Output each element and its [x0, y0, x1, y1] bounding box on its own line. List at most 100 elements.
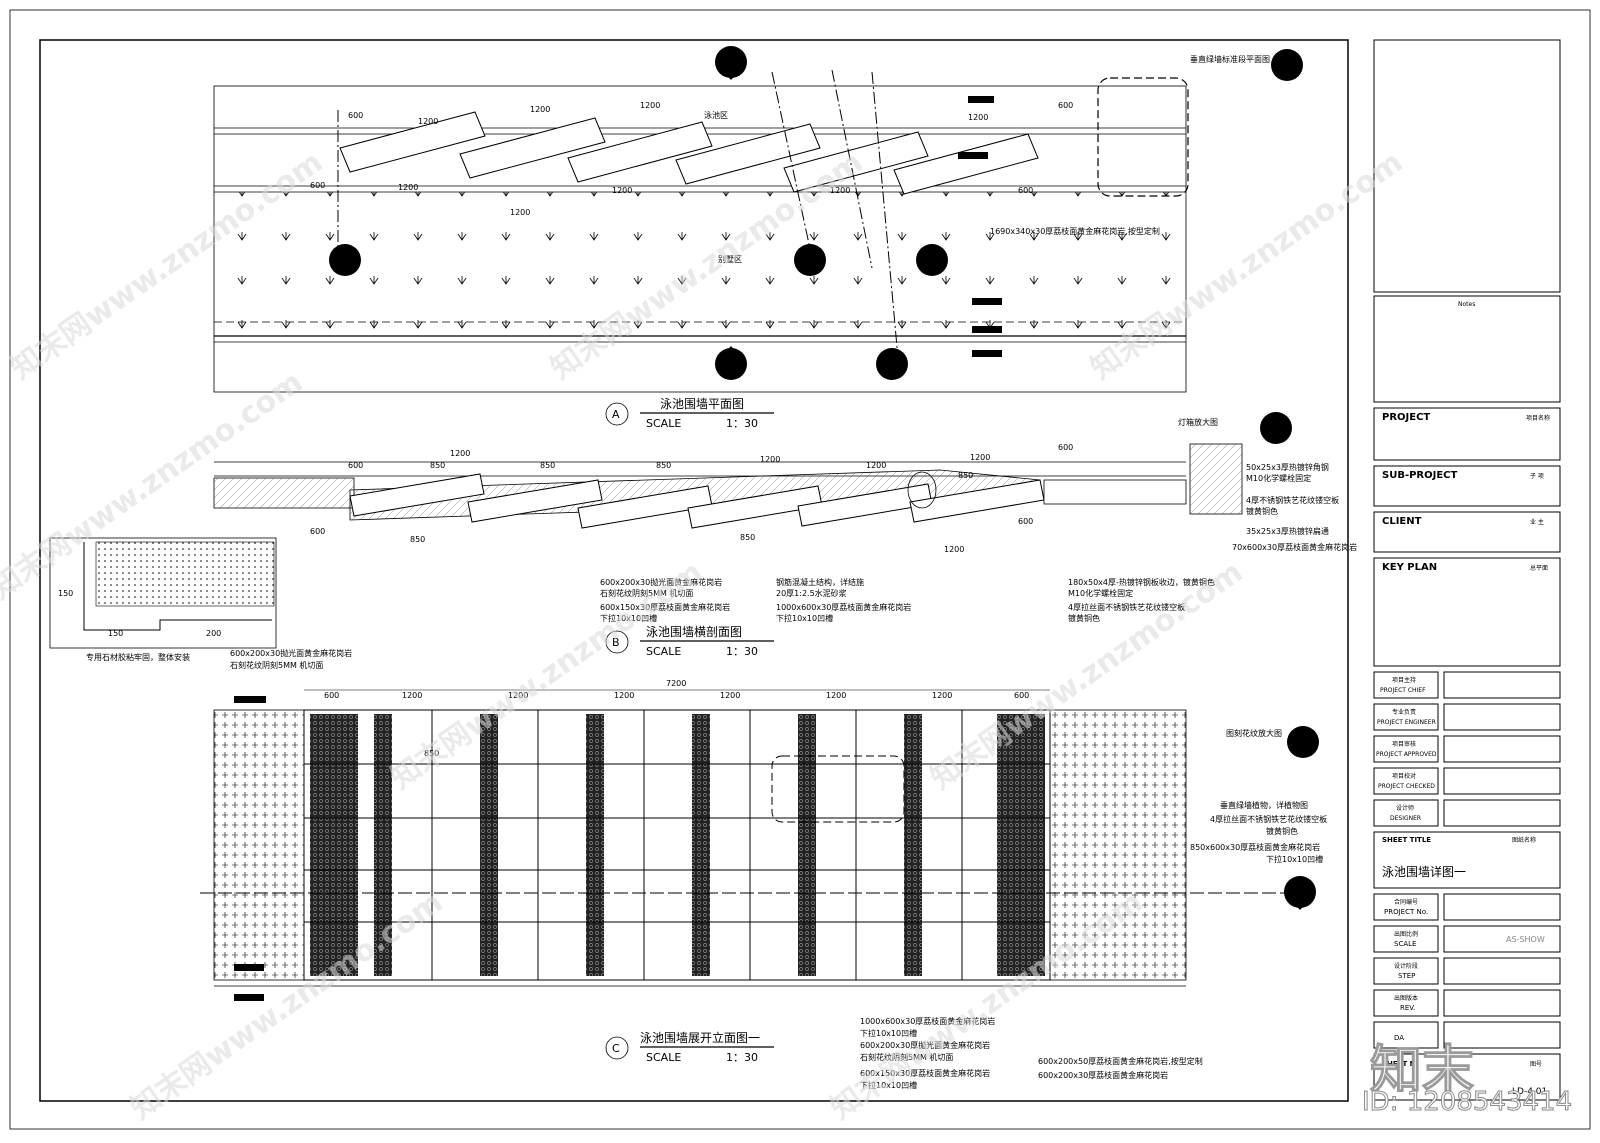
view-c-letter: C: [612, 1042, 620, 1055]
villa-area-label: 别墅区: [718, 254, 742, 264]
role-0-en: PROJECT CHIEF: [1380, 687, 1426, 694]
plan-dim-7: 600: [1058, 101, 1073, 110]
section-note-b3: 下拉10x10凹槽: [600, 613, 657, 623]
elev-dim-3: 1200: [614, 691, 634, 700]
section-note-b4: 钢筋混凝土结构，详结施: [776, 577, 864, 587]
section-note-r4: 35x25x3厚热镀锌扁通: [1246, 526, 1329, 536]
role-3-en: PROJECT CHECKED: [1378, 783, 1435, 790]
section-dim-1: 1200: [450, 449, 470, 458]
section-note-b5: 20厚1:2.5水泥砂浆: [776, 588, 847, 598]
section-note-b8: 180x50x4厚-热镀锌钢板收边，镀黄铜色: [1068, 577, 1215, 587]
sheet-no-value: LD-4.01: [1512, 1087, 1547, 1097]
client-label: CLIENT: [1382, 516, 1422, 527]
watermark-id: ID: 1208543414: [1362, 1087, 1572, 1117]
plan-dim-0: 600: [348, 111, 363, 120]
role-2-en: PROJECT APPROVED: [1376, 751, 1437, 758]
plan-dim-9: 1200: [398, 183, 418, 192]
plan-dim-3: 1200: [640, 101, 660, 110]
elev-note-br0: 600x200x50厚荔枝面黄金麻花岗岩,按型定制: [1038, 1056, 1203, 1066]
detail-note-2: 600x200x30抛光面黄金麻花岗岩: [230, 648, 352, 658]
section-dim-2: 850: [430, 461, 445, 470]
view-a-title: 泳池围墙平面图: [660, 397, 744, 411]
elev-note-b3: 石刻花纹阴刻5MM 机切面: [860, 1052, 953, 1062]
section-view: 灯箱放大图 50x25x3厚热镀锌角钢 M10化学螺栓固定 4厚不锈钢铁艺花纹镂…: [49, 412, 1357, 670]
section-note-b2: 600x150x30厚荔枝面黄金麻花岗岩: [600, 602, 730, 612]
detail-dim-3: 200: [206, 629, 221, 638]
elev-dim-5: 1200: [826, 691, 846, 700]
elev-note-r2: 4厚拉丝面不锈钢铁艺花纹镂空板: [1210, 814, 1327, 824]
elev-note-b2: 600x200x30厚抛光面黄金麻花岗岩: [860, 1040, 990, 1050]
section-note-b0: 600x200x30抛光面黄金麻花岗岩: [600, 577, 722, 587]
detail-note-3: 石刻花纹阴刻5MM 机切面: [230, 660, 323, 670]
section-note-r1: M10化学螺栓固定: [1246, 473, 1311, 483]
elev-dim-2: 1200: [508, 691, 528, 700]
section-dim-0: 600: [348, 461, 363, 470]
section-note-b7: 下拉10x10凹槽: [776, 613, 833, 623]
plan-dim-8: 600: [310, 181, 325, 190]
key-plan-cn: 总平面: [1530, 564, 1548, 572]
project-cn: 项目名称: [1526, 414, 1550, 422]
role-1-en: PROJECT ENGINEER: [1377, 719, 1436, 726]
section-dim-9: 1200: [866, 461, 886, 470]
elevation-view: 7200 600 1200 1200 1200 1200 1200 1200 6…: [200, 679, 1327, 1090]
sheet-title-cn: 图纸名称: [1512, 836, 1536, 844]
plan-stone-note: 1690x340x30厚荔枝面黄金麻花岗岩,按型定制: [990, 226, 1160, 236]
notes-label: Notes: [1458, 301, 1475, 308]
sheet-title-value: 泳池围墙详图一: [1382, 864, 1466, 879]
section-note-r2: 4厚不锈钢铁艺花纹镂空板: [1246, 495, 1339, 505]
elev-note-r3: 镀黄铜色: [1266, 826, 1298, 836]
plan-dim-11: 1200: [830, 186, 850, 195]
elev-dim-7: 600: [1014, 691, 1029, 700]
section-dim-17: 850: [740, 533, 755, 542]
elev-note-r0: 图刻花纹放大图: [1226, 728, 1282, 738]
section-dim-20: 1200: [944, 545, 964, 554]
section-note-b10: 4厚拉丝面不锈钢铁艺花纹镂空板: [1068, 602, 1185, 612]
elev-sub-dim: 850: [424, 749, 439, 758]
role-4-cn: 设计师: [1396, 804, 1414, 812]
elev-note-b0: 1000x600x30厚荔枝面黄金麻花岗岩: [860, 1016, 995, 1026]
scale-label: SCALE: [1394, 940, 1416, 948]
watermark-brand: 知末: [1370, 1041, 1474, 1101]
view-a-letter: A: [612, 408, 620, 421]
view-c-title: 泳池围墙展开立面图一: [640, 1030, 760, 1045]
role-1-cn: 专业负责: [1392, 708, 1416, 716]
sheet-title-label: SHEET TITLE: [1382, 836, 1431, 844]
sheet-no-label: SHEET N: [1382, 1060, 1416, 1068]
section-dim-13: 850: [410, 535, 425, 544]
rev-label: REV.: [1400, 1004, 1415, 1012]
plan-dim-12: 1200: [510, 208, 530, 217]
elev-note-r1: 垂直绿墙植物，详植物图: [1220, 800, 1308, 810]
vertical-greening-label: 垂直绿墙标准段平面图: [1190, 54, 1270, 64]
drawing-frame: [39, 39, 1349, 1102]
elev-note-b5: 下拉10x10凹槽: [860, 1080, 917, 1090]
role-4-en: DESIGNER: [1390, 815, 1421, 822]
title-block: Notes PROJECT 项目名称 SUB-PROJECT 子 项 CLIEN…: [1373, 39, 1561, 1101]
key-plan-label: KEY PLAN: [1382, 562, 1437, 573]
section-dim-16: 1200: [970, 453, 990, 462]
detail-dim-1: 150: [58, 589, 73, 598]
role-3-cn: 项目校对: [1392, 772, 1416, 780]
sheet-no-cn: 图号: [1530, 1061, 1542, 1068]
step-label: STEP: [1398, 972, 1415, 980]
elev-total-dim: 7200: [666, 679, 686, 688]
view-b-scale-value: 1：30: [726, 645, 758, 658]
lamp-box-label: 灯箱放大图: [1178, 417, 1218, 427]
role-rows: 项目主持 PROJECT CHIEF 专业负责 PROJECT ENGINEER…: [1373, 671, 1561, 827]
outer-border: [9, 9, 1591, 1130]
client-cn: 业 主: [1530, 518, 1544, 526]
plan-dim-4: 1200: [968, 113, 988, 122]
scale-value: AS-SHOW: [1506, 935, 1545, 944]
view-b-scale-label: SCALE: [646, 645, 681, 658]
elev-dim-1: 1200: [402, 691, 422, 700]
project-no-cn: 合同编号: [1394, 898, 1418, 906]
section-dim-6: 850: [656, 461, 671, 470]
section-note-r0: 50x25x3厚热镀锌角钢: [1246, 462, 1329, 472]
plan-dim-10: 1200: [612, 186, 632, 195]
section-dim-21: 600: [1018, 517, 1033, 526]
section-note-b6: 1000x600x30厚荔枝面黄金麻花岗岩: [776, 602, 911, 612]
role-2-cn: 项目审核: [1392, 740, 1416, 748]
view-b-letter: B: [612, 636, 620, 649]
view-a-scale-label: SCALE: [646, 417, 681, 430]
